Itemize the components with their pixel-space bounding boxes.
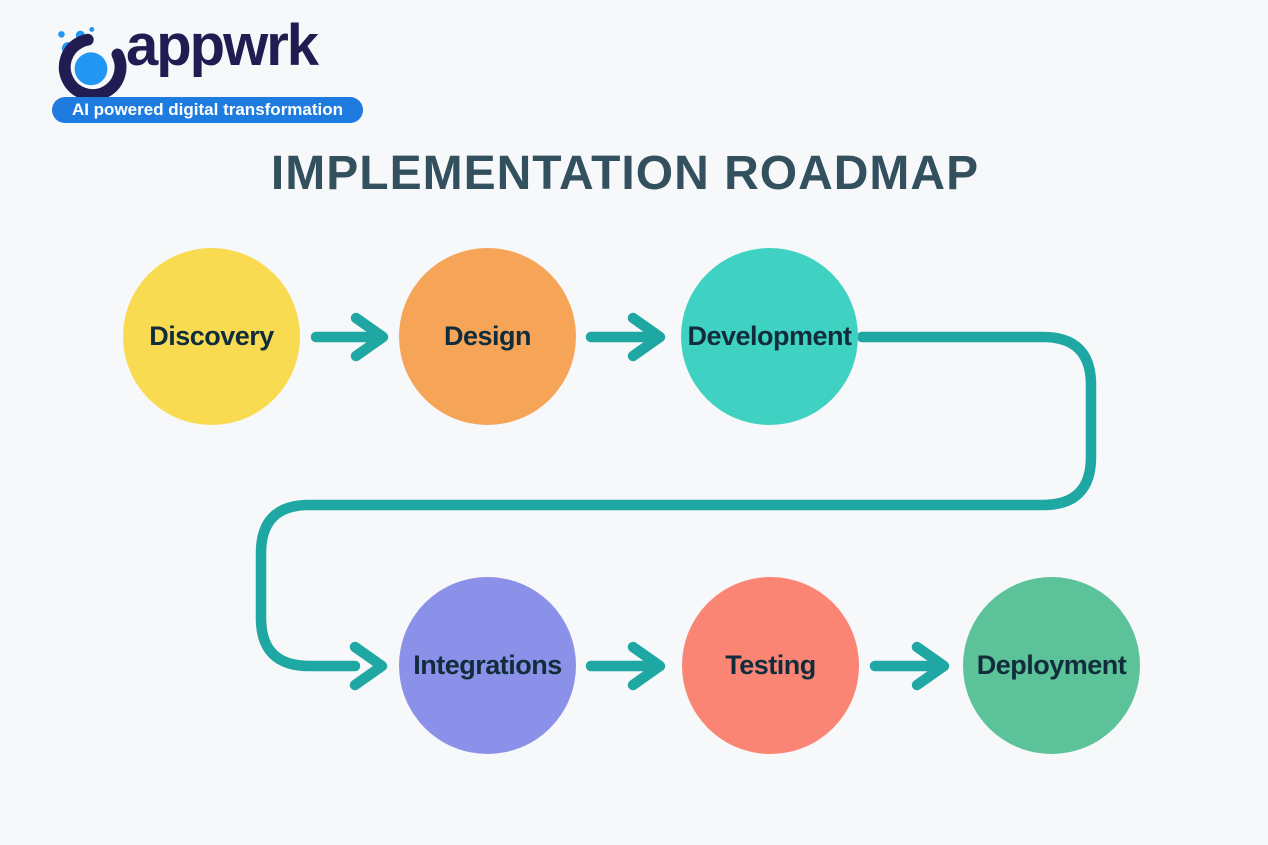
- appwrk-logo-icon: [58, 26, 127, 100]
- arrow-integrations-to-testing: [585, 641, 666, 691]
- step-circle-discovery: Discovery: [123, 248, 300, 425]
- step-circle-design: Design: [399, 248, 576, 425]
- logo-icon-core: [74, 52, 108, 86]
- logo-brand-text: appwrk: [126, 13, 319, 78]
- step-circle-integrations: Integrations: [399, 577, 576, 754]
- arrow-design-to-development: [585, 312, 666, 362]
- step-label: Testing: [725, 650, 816, 680]
- connector-development-to-integrations: [255, 331, 1097, 691]
- step-label: Integrations: [413, 650, 562, 680]
- step-label: Design: [443, 321, 532, 351]
- arrow-testing-to-deployment: [869, 641, 950, 691]
- step-label: Discovery: [149, 321, 274, 351]
- step-circle-deployment: Deployment: [963, 577, 1140, 754]
- step-circle-testing: Testing: [682, 577, 859, 754]
- step-circle-development: Development: [681, 248, 858, 425]
- arrow-discovery-to-design: [310, 312, 389, 362]
- logo-icon-ring: [58, 33, 127, 100]
- page-title: IMPLEMENTATION ROADMAP: [270, 147, 980, 200]
- logo-tagline-badge: AI powered digital transformation: [52, 97, 363, 123]
- step-label: Development: [687, 321, 852, 351]
- step-label: Deployment: [976, 650, 1127, 680]
